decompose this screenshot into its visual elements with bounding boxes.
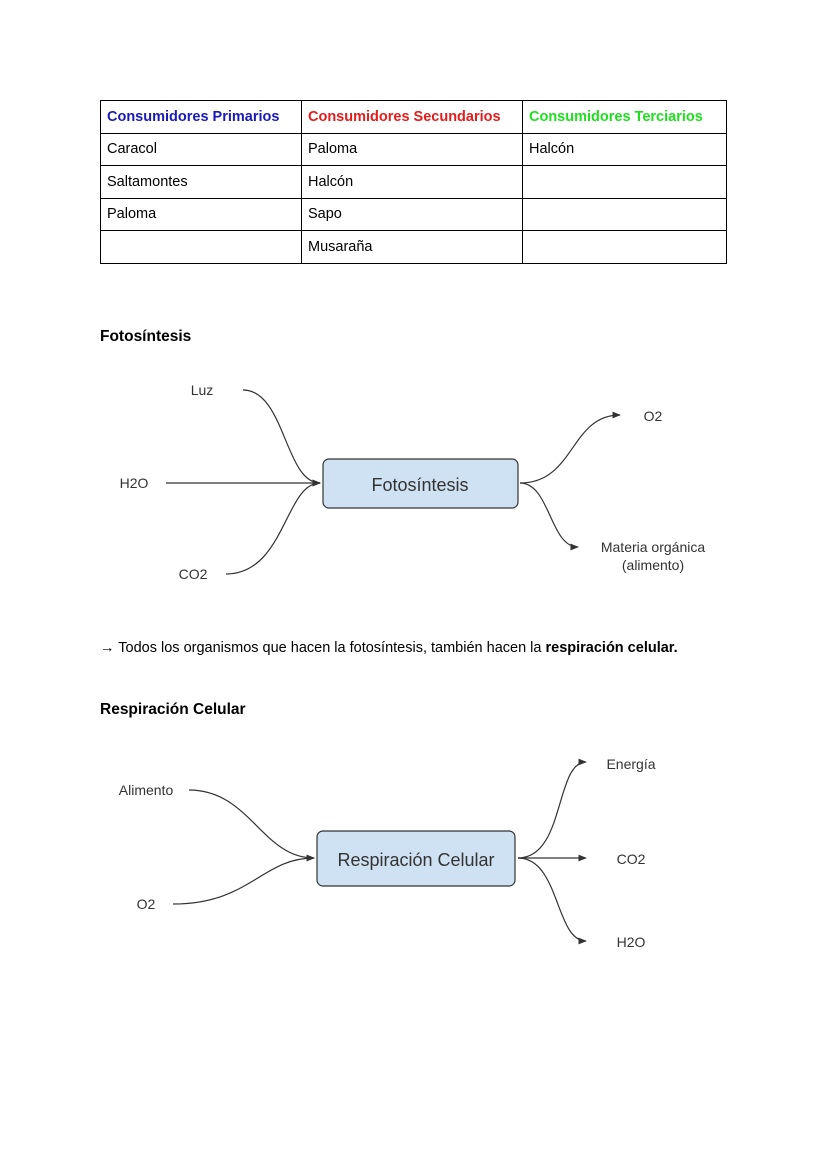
table-cell: Paloma [301,132,523,166]
table-row: Caracol Paloma Halcón [100,132,727,166]
respiration-process-box [316,830,516,887]
table-cell: Caracol [100,132,302,166]
photosynthesis-heading: Fotosíntesis [100,328,192,345]
table-row: Paloma Sapo [100,197,727,231]
note-text: Todos los organismos que hacen la fotosí… [118,640,542,656]
note-line: → Todos los organismos que hacen la foto… [100,640,678,656]
table-row: Musaraña [100,230,727,264]
input-label-h2o: H2O [120,475,149,491]
header-tertiary-consumers: Consumidores Terciarios [522,100,727,134]
input-arrow-o2 [172,854,315,905]
input-label-co2: CO2 [179,566,208,582]
output-arrow-h2o [517,857,587,945]
input-arrow-luz [242,389,321,487]
table-cell: Halcón [301,165,523,199]
header-secondary-consumers: Consumidores Secundarios [301,100,523,134]
consumers-table: Consumidores Primarios Consumidores Secu… [100,100,727,264]
table-cell: Sapo [301,197,523,231]
table-cell: Halcón [522,132,727,166]
respiration-diagram: Respiración Celular Alimento O2 Energía … [119,756,656,950]
respiration-process-label: Respiración Celular [337,850,494,870]
input-label-luz: Luz [191,382,214,398]
output-label-o2: O2 [644,408,663,424]
output-label-alimento: (alimento) [622,557,684,573]
input-label-alimento: Alimento [119,782,174,798]
note-bold-text: respiración celular. [545,640,678,656]
output-label-h2o: H2O [617,934,646,950]
output-label-co2: CO2 [617,851,646,867]
input-arrow-alimento [188,789,315,862]
output-arrow-o2 [519,411,621,484]
table-row: Saltamontes Halcón [100,165,727,199]
table-cell: Saltamontes [100,165,302,199]
photosynthesis-process-label: Fotosíntesis [371,475,468,495]
table-cell [522,230,727,264]
table-cell: Paloma [100,197,302,231]
table-cell [522,165,727,199]
input-arrow-co2 [225,479,321,575]
arrow-glyph: → [100,640,115,656]
photosynthesis-process-box [322,458,519,509]
table-cell [522,197,727,231]
table-cell: Musaraña [301,230,523,264]
output-label-energia: Energía [606,756,655,772]
table-header-row: Consumidores Primarios Consumidores Secu… [100,100,727,134]
output-arrow-materia [519,482,579,551]
table-cell [100,230,302,264]
input-label-o2: O2 [137,896,156,912]
photosynthesis-diagram: Fotosíntesis Luz H2O CO2 O2 Materia orgá… [120,382,706,582]
header-primary-consumers: Consumidores Primarios [100,100,302,134]
output-arrow-energia [517,758,587,859]
respiration-heading: Respiración Celular [100,701,246,718]
output-label-materia: Materia orgánica [601,539,705,555]
